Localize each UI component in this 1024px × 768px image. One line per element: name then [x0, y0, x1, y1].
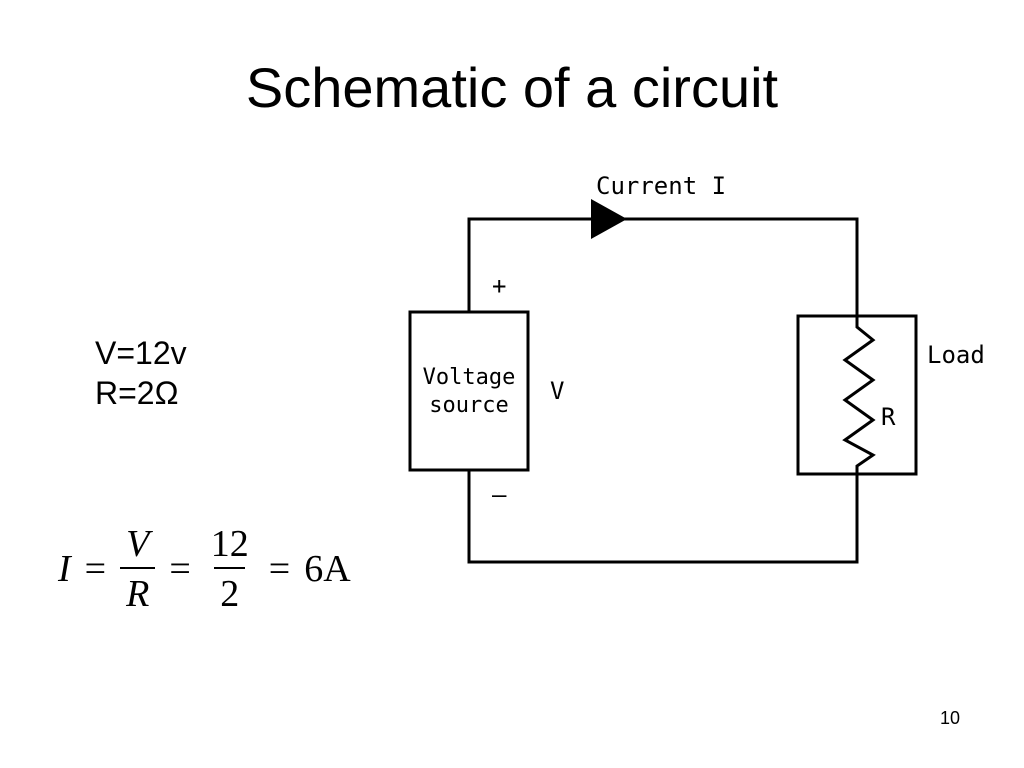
formula-fraction-numerator-v: V — [126, 523, 150, 565]
given-values: V=12v R=2Ω — [95, 333, 187, 413]
current-arrow-icon — [591, 199, 627, 239]
formula-equals-1: = — [84, 548, 107, 590]
minus-label: – — [492, 481, 507, 509]
resistance-value: R=2Ω — [95, 375, 179, 411]
voltage-source-label-line1: Voltage — [423, 365, 516, 390]
voltage-value: V=12v — [95, 335, 187, 371]
formula-fraction-symbolic: V R — [120, 523, 156, 613]
formula-result: 6A — [304, 548, 351, 590]
formula-current-symbol: I — [58, 548, 71, 590]
formula-fraction-denominator-2: 2 — [214, 567, 246, 613]
formula-equals-3: = — [268, 548, 291, 590]
voltage-source-label-line2: source — [429, 393, 508, 418]
page-title: Schematic of a circuit — [245, 56, 779, 119]
page-number: 10 — [940, 708, 961, 728]
source-voltage-label: V — [550, 377, 564, 405]
load-box — [796, 314, 918, 476]
ohms-law-formula: I = V R = 12 2 = 6A — [58, 525, 351, 613]
formula-fraction-numeric: 12 2 — [205, 525, 255, 613]
formula-fraction-numerator-12: 12 — [210, 523, 249, 565]
wire-top — [467, 217, 859, 316]
voltage-source-box — [408, 310, 530, 472]
plus-label: + — [492, 272, 506, 300]
load-label: Load — [927, 341, 985, 369]
resistor-label: R — [881, 403, 896, 431]
wire-bottom — [467, 470, 859, 564]
formula-fraction-denominator-r: R — [120, 567, 156, 613]
resistor-zigzag-icon — [842, 316, 876, 474]
current-label: Current I — [596, 172, 726, 200]
formula-equals-2: = — [169, 548, 191, 590]
